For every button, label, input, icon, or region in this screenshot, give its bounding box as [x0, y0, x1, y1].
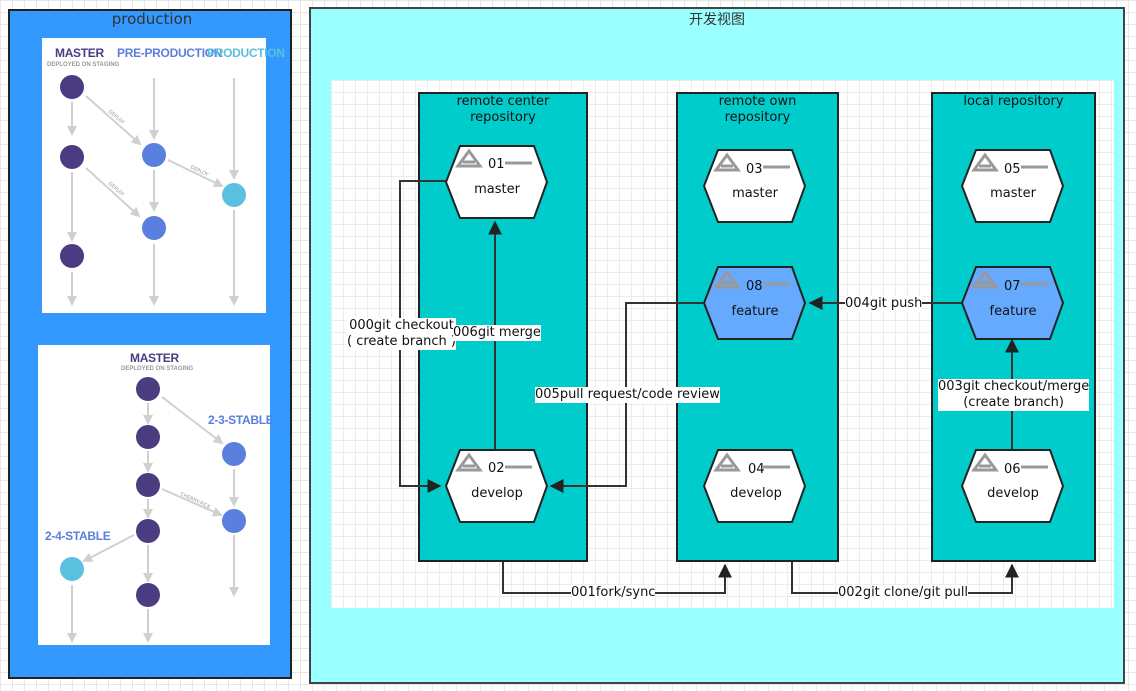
production-commit [222, 183, 246, 207]
master-commit [136, 425, 160, 449]
node-label: master [474, 182, 520, 197]
master-commit [60, 75, 84, 99]
node-04-develop[interactable]: 04 develop [702, 449, 807, 523]
master-commit [136, 583, 160, 607]
edge-005-label: 005pull request/code review [535, 387, 720, 403]
pre-production-commit [142, 143, 166, 167]
node-number: 03 [746, 162, 763, 177]
node-01-master[interactable]: 01 master [444, 145, 549, 219]
repo-title: remote center repository [456, 94, 550, 125]
branch-2-3-stable-label: 2-3-STABLE [208, 413, 274, 427]
node-number: 08 [746, 279, 763, 294]
edge-006-label: 006git merge [453, 325, 541, 341]
node-number: 07 [1004, 279, 1021, 294]
node-label: develop [730, 486, 782, 501]
node-03-master[interactable]: 03 master [702, 149, 807, 223]
master-commit [136, 519, 160, 543]
node-label: develop [987, 486, 1039, 501]
col-master-label: MASTER [55, 46, 104, 60]
flow2-master-label: MASTER [130, 351, 179, 365]
edge-000-label: 000git checkout ( create branch ) [347, 318, 456, 350]
node-06-develop[interactable]: 06 develop [960, 449, 1065, 523]
col-pre-production-label: PRE-PRODUCTION [117, 46, 223, 60]
node-number: 02 [488, 461, 505, 476]
stable-2-3-commit [222, 442, 246, 466]
pre-production-commit [142, 216, 166, 240]
master-commit [60, 145, 84, 169]
master-commit [60, 244, 84, 268]
production-panel-title: production [111, 10, 193, 28]
repo-title: remote own repository [718, 94, 797, 125]
stable-2-4-commit [60, 557, 84, 581]
node-label: develop [471, 486, 523, 501]
node-number: 01 [488, 157, 505, 172]
dev-view-title: 开发视图 [689, 12, 745, 28]
node-label: feature [990, 304, 1037, 319]
flow1-graph: DEPLOY DEPLOY DEPLOY [60, 75, 246, 306]
node-label: feature [732, 304, 779, 319]
node-05-master[interactable]: 05 master [960, 149, 1065, 223]
stable-2-3-commit [222, 509, 246, 533]
node-label: master [732, 186, 778, 201]
node-label: master [990, 186, 1036, 201]
branch-2-4-stable-label: 2-4-STABLE [45, 529, 111, 543]
node-number: 06 [1004, 462, 1021, 477]
node-07-feature[interactable]: 07 feature [960, 266, 1065, 340]
edge-004-label: 004git push [845, 296, 923, 312]
node-08-feature[interactable]: 08 feature [702, 266, 807, 340]
repo-title: local repository [963, 94, 1064, 109]
master-commit [136, 377, 160, 401]
flow2-graph: CHERRY-PICK [60, 377, 246, 643]
master-commit [136, 473, 160, 497]
edge-001-label: 001fork/sync [571, 585, 656, 601]
flow2-master-sublabel: DEPLOYED ON STAGING [121, 366, 194, 372]
edge-003-label: 003git checkout/merge (create branch) [938, 379, 1090, 411]
node-number: 05 [1004, 162, 1021, 177]
col-production-label: PRODUCTION [207, 46, 285, 60]
col-master-sublabel: DEPLOYED ON STAGING [47, 62, 120, 68]
node-number: 04 [748, 462, 765, 477]
edge-002-label: 002git clone/git pull [838, 585, 969, 601]
node-02-develop[interactable]: 02 develop [444, 449, 549, 523]
